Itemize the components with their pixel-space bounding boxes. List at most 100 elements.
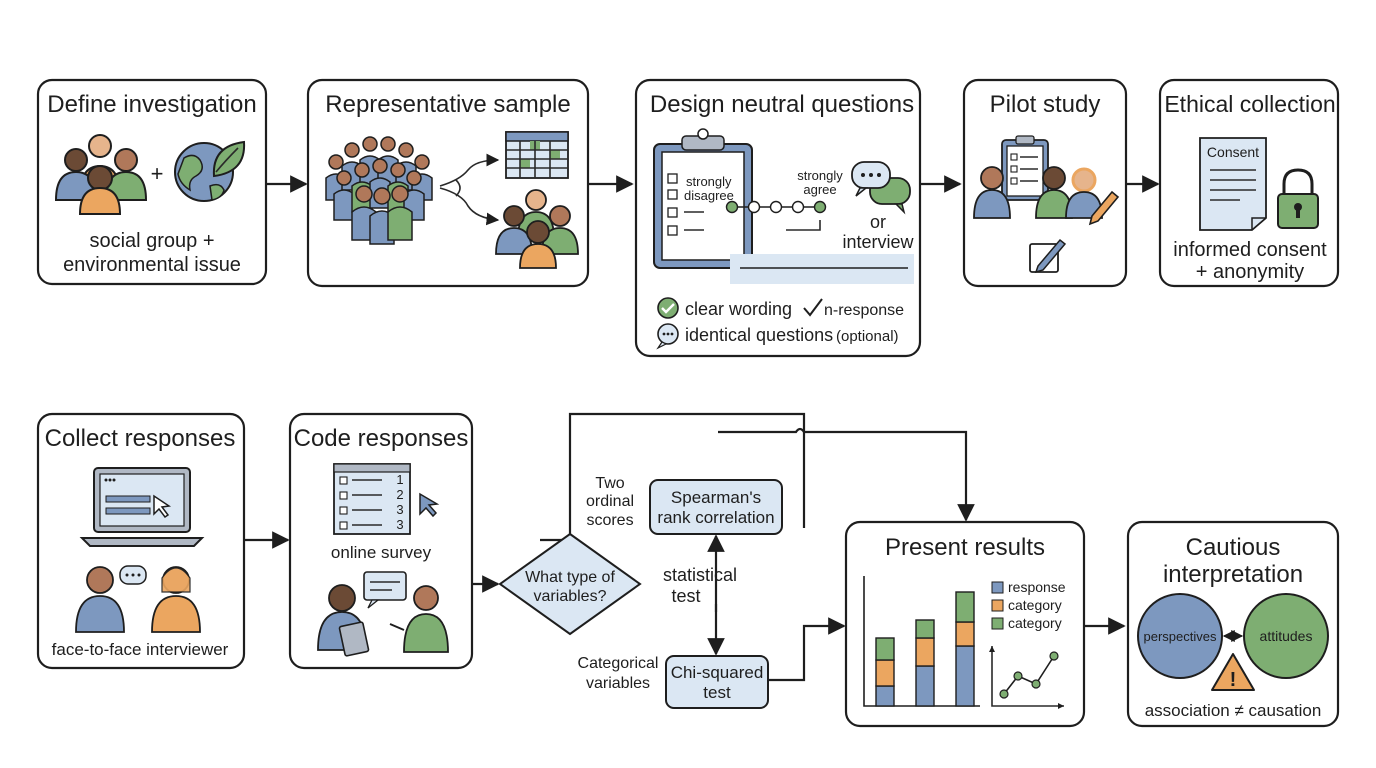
step-cautious-interpretation: Cautious interpretation perspectives att… xyxy=(1126,520,1340,728)
interpret-caption: association ≠ causation xyxy=(1145,701,1322,720)
categorical-label-2: variables xyxy=(586,675,650,692)
code-4: 3 xyxy=(396,517,403,532)
code-3: 3 xyxy=(396,502,403,517)
legend-swatch xyxy=(991,581,1004,594)
step-define-investigation: Define investigation + social group + en… xyxy=(36,78,268,286)
step-design-questions: Design neutral questions strongly disagr… xyxy=(634,78,922,358)
define-caption-1: social group + xyxy=(89,230,214,252)
response-field xyxy=(730,254,914,284)
padlock-icon xyxy=(1277,168,1319,229)
ethical-caption-1: informed consent xyxy=(1173,239,1327,261)
scale-right-1: strongly xyxy=(797,168,843,183)
bar-segment xyxy=(915,619,935,639)
design-title: Design neutral questions xyxy=(650,91,914,118)
ordinal-label-1: Two xyxy=(595,475,624,492)
code-caption: online survey xyxy=(331,543,432,562)
sample-subgroup-icon xyxy=(495,189,579,269)
check-clear-wording: clear wording xyxy=(685,299,792,319)
spearman-line-1: Spearman's xyxy=(671,488,761,507)
scale-left-1: strongly xyxy=(686,174,732,189)
chi-line-2: test xyxy=(703,683,731,702)
speech-bubble-icon xyxy=(656,323,679,350)
plus-sign: + xyxy=(151,161,164,186)
likert-scale-icon xyxy=(725,200,827,231)
define-caption-2: environmental issue xyxy=(63,254,241,276)
bar-segment xyxy=(875,659,895,687)
ordinal-label-3: scores xyxy=(586,512,633,529)
sample-arrow-down xyxy=(439,187,500,226)
bar-segment xyxy=(955,591,975,623)
collect-caption: face-to-face interviewer xyxy=(52,640,229,659)
define-title: Define investigation xyxy=(47,91,256,118)
interpret-title-1: Cautious xyxy=(1186,534,1281,561)
legend-label: category xyxy=(1008,615,1062,631)
consent-document-icon xyxy=(1199,137,1267,231)
cursor-icon xyxy=(153,494,172,519)
legend-label: category xyxy=(1008,597,1062,613)
sample-arrow-up xyxy=(439,153,500,187)
bar-segment xyxy=(955,621,975,647)
code-title: Code responses xyxy=(294,425,469,452)
code-2: 2 xyxy=(396,487,403,502)
stacked-bar-chart xyxy=(863,576,980,707)
code-1: 1 xyxy=(396,472,403,487)
decision-variable-type: What type of variables? xyxy=(498,532,642,636)
bar-segment xyxy=(875,685,895,707)
chi-squared-test-box: Chi-squared test xyxy=(665,655,769,709)
or-text: or xyxy=(870,212,886,232)
check-optional-note: (optional) xyxy=(836,328,899,345)
interviewer-icon xyxy=(317,571,449,657)
step-ethical-collection: Ethical collection Consent informed cons… xyxy=(1158,78,1340,288)
perspectives-label: perspectives xyxy=(1144,629,1217,644)
globe-leaf-icon xyxy=(174,140,246,202)
trend-line-icon xyxy=(989,646,1064,709)
arrow-chi-to-present xyxy=(768,617,846,682)
sample-grid-icon xyxy=(505,131,569,179)
spearman-test-box: Spearman's rank correlation xyxy=(649,479,783,535)
pointer-icon xyxy=(419,492,440,518)
check-n-response: n-response xyxy=(824,302,904,319)
step-pilot-study: Pilot study xyxy=(962,78,1128,288)
check-identical-questions: identical questions xyxy=(685,325,833,345)
bar-segment xyxy=(955,645,975,707)
interpret-title-2: interpretation xyxy=(1163,561,1303,588)
chart-legend: response category category xyxy=(991,579,1066,631)
attitudes-circle xyxy=(1243,593,1329,679)
legend-swatch xyxy=(991,617,1004,630)
check-circle-icon xyxy=(657,297,679,319)
pencil-icon xyxy=(1088,190,1120,226)
interview-text: interview xyxy=(842,232,914,252)
scale-left-2: disagree xyxy=(684,188,734,203)
chart-axes xyxy=(863,576,980,707)
step-representative-sample: Representative sample xyxy=(306,78,590,288)
warning-mark: ! xyxy=(1230,669,1237,691)
collect-title: Collect responses xyxy=(45,425,236,452)
pilot-title: Pilot study xyxy=(990,91,1101,118)
bar-segment xyxy=(915,665,935,707)
coded-list-icon xyxy=(333,463,411,535)
legend-swatch xyxy=(991,599,1004,612)
population-crowd-icon xyxy=(325,136,433,245)
interview-people-icon xyxy=(75,565,201,633)
spearman-line-2: rank correlation xyxy=(657,508,774,527)
sample-title: Representative sample xyxy=(325,91,570,118)
attitudes-label: attitudes xyxy=(1260,628,1313,644)
consent-label: Consent xyxy=(1207,144,1259,160)
chat-bubbles-icon xyxy=(851,161,911,215)
tick-icon xyxy=(803,298,823,317)
social-group-icon xyxy=(54,134,148,215)
stat-test-label-1: statistical xyxy=(663,565,737,585)
stat-test-label-2: test xyxy=(671,586,700,606)
legend-label: response xyxy=(1008,579,1066,595)
arrow-to-present-results xyxy=(718,427,975,522)
ethical-caption-2: + anonymity xyxy=(1196,261,1304,283)
bar-segment xyxy=(875,637,895,661)
decision-line-1: What type of xyxy=(525,569,615,586)
sample-cross-mark xyxy=(455,179,461,197)
categorical-label-1: Categorical xyxy=(578,655,659,672)
edit-form-icon xyxy=(1029,238,1067,274)
step-code-responses: Code responses 1 2 3 3 online survey xyxy=(288,412,474,670)
ethical-title: Ethical collection xyxy=(1164,91,1335,117)
